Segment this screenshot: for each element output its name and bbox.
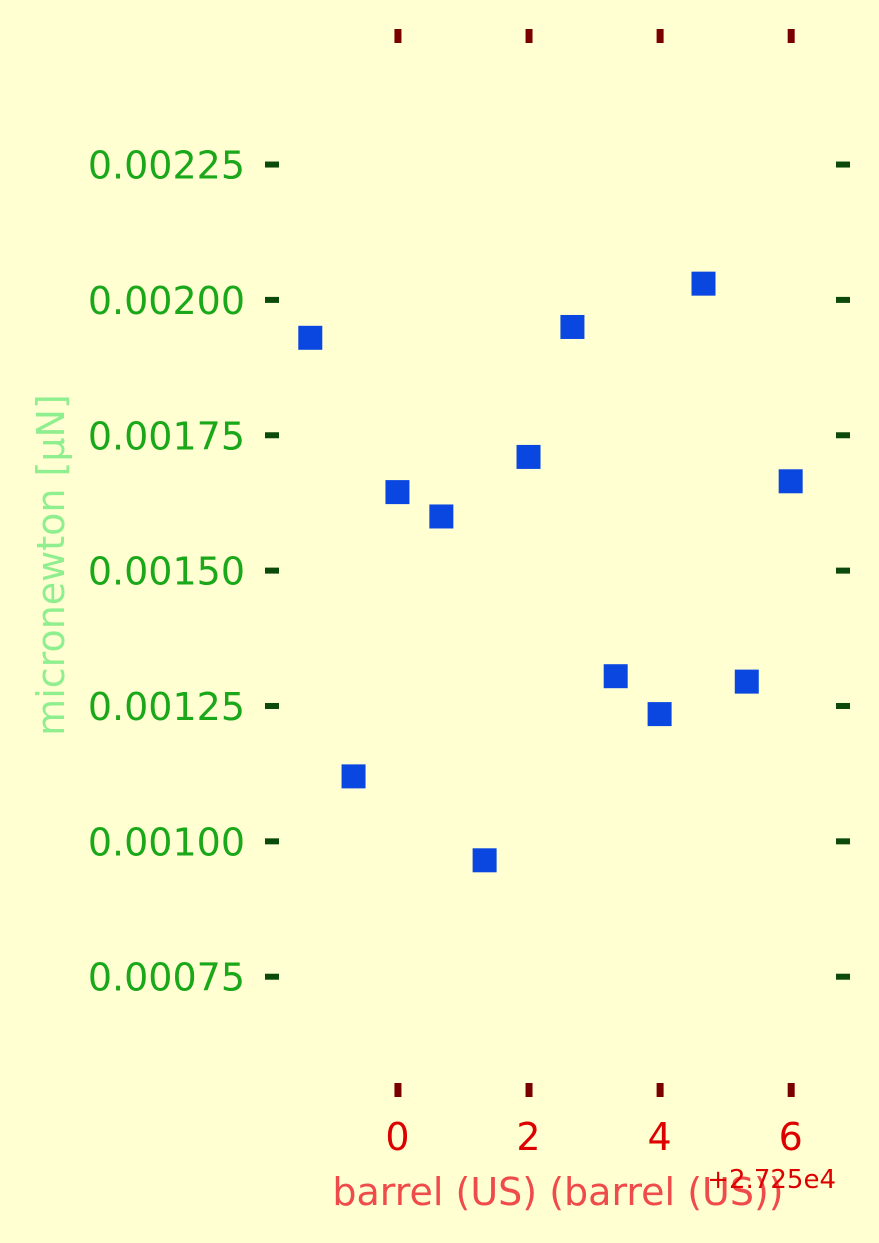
y-tick-label: 0.00225 — [88, 144, 245, 188]
x-tick-label: 2 — [516, 1115, 540, 1159]
x-tick-mark-bottom — [394, 1083, 402, 1097]
y-tick-label: 0.00175 — [88, 414, 245, 458]
x-tick-mark-top — [787, 29, 795, 43]
x-tick-mark-bottom — [656, 1083, 664, 1097]
y-tick-label: 0.00100 — [88, 820, 245, 864]
y-tick-mark-left — [265, 973, 279, 980]
x-tick-label: 4 — [648, 1115, 672, 1159]
points-layer — [298, 271, 803, 873]
x-axis-title: barrel (US) (barrel (US)) — [332, 1170, 783, 1214]
data-point — [298, 325, 323, 350]
x-tick-mark-bottom — [787, 1083, 795, 1097]
y-tick-label: 0.00150 — [88, 550, 245, 594]
y-tick-mark-right — [836, 702, 850, 709]
data-point — [603, 664, 628, 689]
x-tick-mark-top — [525, 29, 533, 43]
data-point — [778, 469, 803, 494]
data-point — [734, 669, 759, 694]
y-tick-mark-left — [265, 161, 279, 168]
data-point — [472, 848, 497, 873]
y-tick-mark-right — [836, 973, 850, 980]
y-tick-label: 0.00200 — [88, 279, 245, 323]
y-axis-title: micronewton [µN] — [29, 394, 73, 736]
x-offset-label: +2.725e4 — [707, 1165, 836, 1195]
x-tick-label: 0 — [385, 1115, 409, 1159]
data-point — [560, 314, 585, 339]
y-tick-mark-right — [836, 161, 850, 168]
x-tick-mark-bottom — [525, 1083, 533, 1097]
y-tick-mark-left — [265, 702, 279, 709]
data-point — [429, 504, 454, 529]
y-tick-mark-left — [265, 432, 279, 439]
data-point — [385, 480, 410, 505]
y-tick-mark-left — [265, 567, 279, 574]
y-tick-mark-right — [836, 296, 850, 303]
y-tick-label: 0.00125 — [88, 685, 245, 729]
y-tick-label: 0.00075 — [88, 956, 245, 1000]
data-point — [516, 444, 541, 469]
x-tick-mark-top — [394, 29, 402, 43]
y-tick-mark-left — [265, 296, 279, 303]
data-point — [691, 271, 716, 296]
y-tick-mark-right — [836, 567, 850, 574]
x-tick-mark-top — [656, 29, 664, 43]
ticks-layer: 0.00075 0.00100 0.00125 0.00150 0.00175 0.002… — [88, 29, 850, 1159]
y-tick-mark-right — [836, 432, 850, 439]
y-tick-mark-left — [265, 838, 279, 845]
y-tick-mark-right — [836, 838, 850, 845]
data-point — [647, 702, 672, 727]
data-point — [341, 764, 366, 789]
x-tick-label: 6 — [779, 1115, 803, 1159]
